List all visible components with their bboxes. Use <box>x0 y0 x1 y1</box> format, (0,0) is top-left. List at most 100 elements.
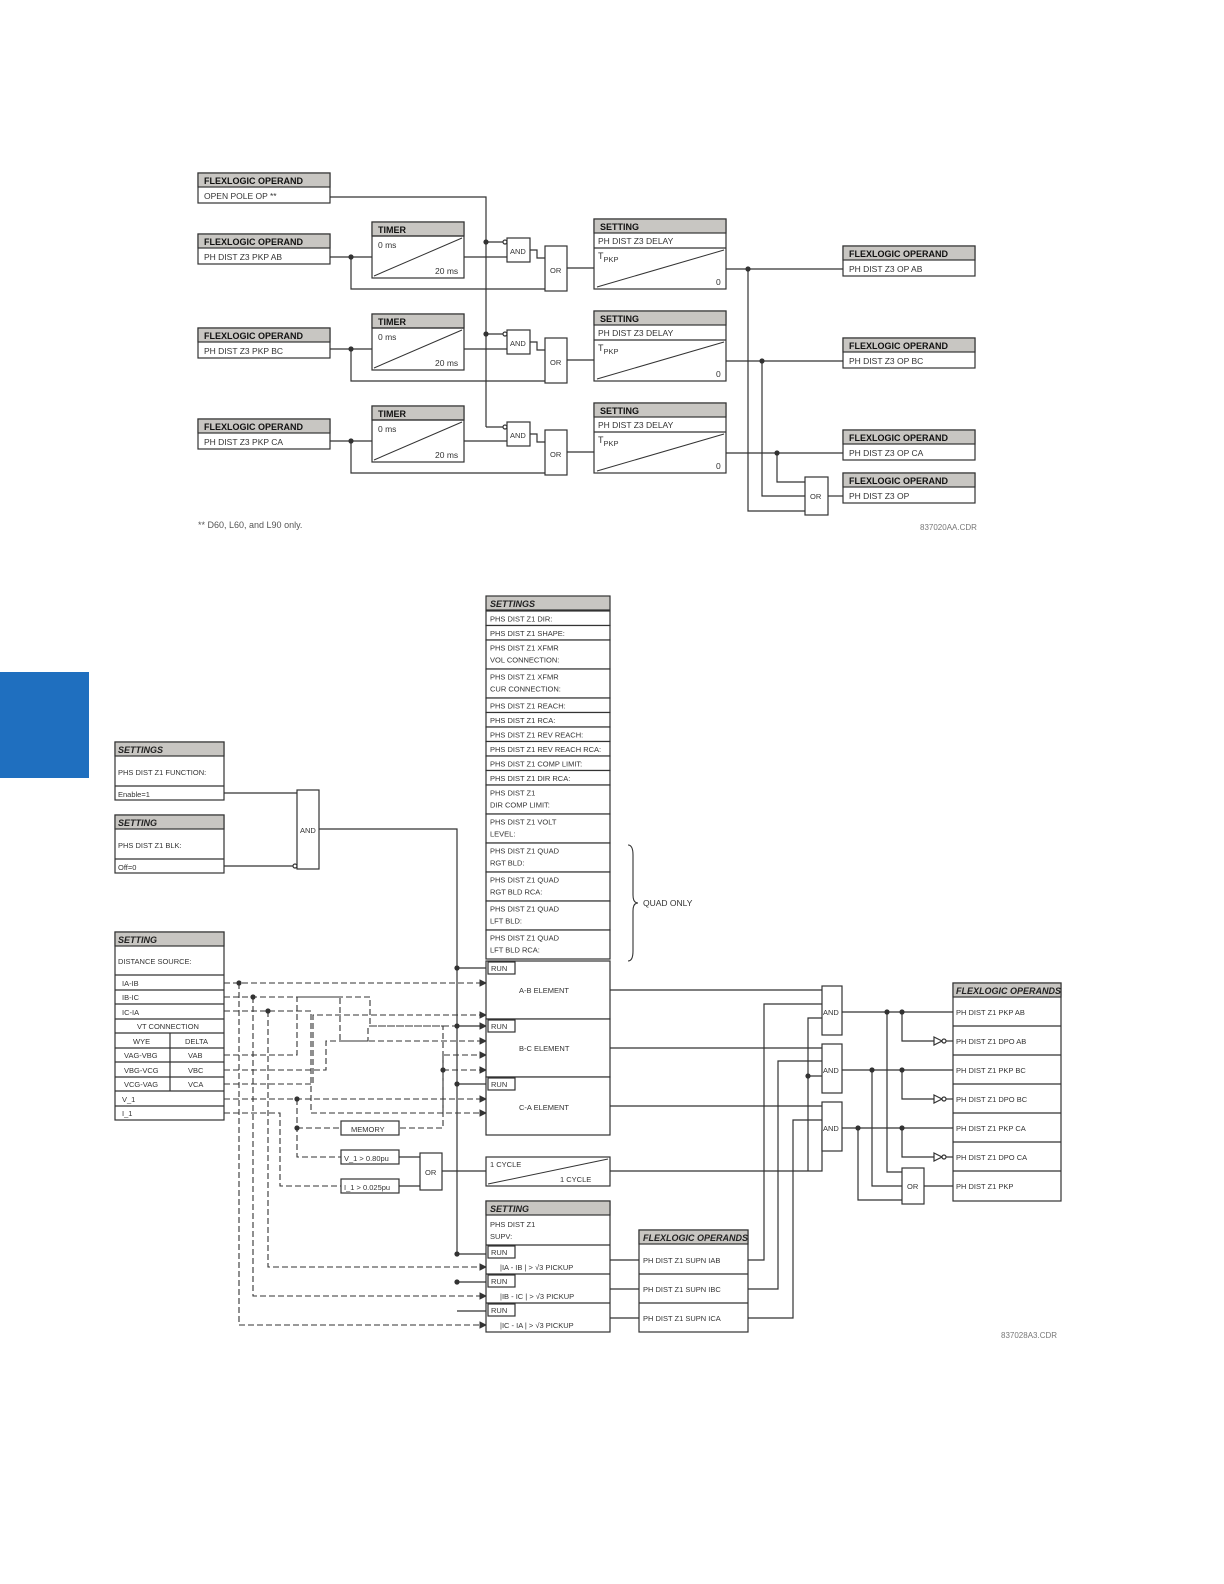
phase-distance-z1-scheme: SETTINGS PHS DIST Z1 DIR: PHS DIST Z1 SHA… <box>114 595 1062 1340</box>
timer-pickup: 0 ms <box>378 424 396 434</box>
or-gate: OR <box>550 358 562 367</box>
timer-pickup: 0 ms <box>378 240 396 250</box>
output-label: PH DIST Z1 PKP AB <box>956 1008 1025 1017</box>
operand-label: OPEN POLE OP ** <box>204 191 277 201</box>
supv-label: SUPV: <box>490 1232 512 1241</box>
element-label: A-B ELEMENT <box>519 986 569 995</box>
output-label: PH DIST Z1 PKP <box>956 1182 1013 1191</box>
memory-box: MEMORY <box>351 1125 385 1134</box>
settings-row-label: PHS DIST Z1 RCA: <box>490 716 555 725</box>
supv-condition: |IB - IC | > √3 PICKUP <box>500 1292 574 1301</box>
settings-row-label: PHS DIST Z1 REV REACH: <box>490 731 583 740</box>
and-gate-enable: AND <box>300 826 316 835</box>
dashed-signal-lines <box>224 979 488 1329</box>
operand-header: FLEXLOGIC OPERAND <box>849 249 949 259</box>
chapter-side-tab <box>0 672 89 778</box>
timer-bc: TIMER 0 ms 20 ms <box>371 313 465 371</box>
supv-condition: |IC - IA | > √3 PICKUP <box>500 1321 574 1330</box>
operands-header: FLEXLOGIC OPERANDS <box>643 1233 748 1243</box>
supn-label: PH DIST Z1 SUPN ICA <box>643 1314 721 1323</box>
vt-wye-value: VBG-VCG <box>124 1066 159 1075</box>
phase-row-ca: TIMER 0 ms 20 ms AND OR SETTING PH DIST … <box>330 402 727 476</box>
delay-zero: 0 <box>716 277 721 287</box>
settings-row-label: DIR COMP LIMIT: <box>490 801 550 810</box>
source-row: I_1 <box>122 1109 132 1118</box>
run-label: RUN <box>491 1080 507 1089</box>
tpkp-label: TPKP <box>598 435 619 448</box>
timer-dropout: 20 ms <box>435 358 458 368</box>
output-op-ca: FLEXLOGIC OPERAND PH DIST Z3 OP CA <box>842 429 976 461</box>
settings-row-label: VOL CONNECTION: <box>490 656 559 665</box>
tpkp-label: TPKP <box>598 343 619 356</box>
footnote: ** D60, L60, and L90 only. <box>198 520 302 530</box>
settings-row-label: PHS DIST Z1 QUAD <box>490 905 560 914</box>
output-op-bc: FLEXLOGIC OPERAND PH DIST Z3 OP BC <box>842 337 976 369</box>
settings-row-label: LEVEL: <box>490 830 515 839</box>
timer-header: TIMER <box>378 409 406 419</box>
settings-header: SETTINGS <box>490 599 535 609</box>
settings-row-label: LFT BLD RCA: <box>490 946 540 955</box>
element-label: C-A ELEMENT <box>519 1103 569 1112</box>
operand-label: PH DIST Z3 PKP BC <box>204 346 283 356</box>
operand-header: FLEXLOGIC OPERAND <box>204 331 304 341</box>
supervision-setting: SETTING PHS DIST Z1 SUPV: RUN |IA - IB |… <box>485 1200 611 1333</box>
vt-delta-value: VBC <box>188 1066 204 1075</box>
settings-row-label: PHS DIST Z1 QUAD <box>490 876 560 885</box>
timer-ca: TIMER 0 ms 20 ms <box>371 405 465 463</box>
source-row: IC-IA <box>122 1008 139 1017</box>
setting-header: SETTING <box>118 935 157 945</box>
or-gate-supervision: OR <box>425 1168 437 1177</box>
settings-row-label: PHS DIST Z1 DIR: <box>490 615 552 624</box>
element-label: B-C ELEMENT <box>519 1044 570 1053</box>
setting-header: SETTING <box>600 314 639 324</box>
operand-header: FLEXLOGIC OPERAND <box>849 476 949 486</box>
run-label: RUN <box>491 1248 507 1257</box>
supv-condition: |IA - IB | > √3 PICKUP <box>500 1263 573 1272</box>
settings-row-label: RGT BLD: <box>490 859 524 868</box>
figure-code: 837020AA.CDR <box>920 523 977 532</box>
operand-label: PH DIST Z3 OP CA <box>849 448 924 458</box>
operand-header: FLEXLOGIC OPERAND <box>204 176 304 186</box>
and-gate: AND <box>510 247 526 256</box>
settings-header: SETTINGS <box>118 745 163 755</box>
settings-row-label: RGT BLD RCA: <box>490 888 542 897</box>
source-row: IB-IC <box>122 993 140 1002</box>
tpkp-label: TPKP <box>598 251 619 264</box>
operand-header: FLEXLOGIC OPERAND <box>204 237 304 247</box>
run-label: RUN <box>491 964 507 973</box>
settings-row-label: PHS DIST Z1 REACH: <box>490 702 566 711</box>
operand-label: PH DIST Z3 OP <box>849 491 910 501</box>
settings-row-label: PHS DIST Z1 QUAD <box>490 847 560 856</box>
settings-row-label: PHS DIST Z1 XFMR <box>490 673 559 682</box>
supn-operands: FLEXLOGIC OPERANDS PH DIST Z1 SUPN IAB P… <box>638 1229 749 1333</box>
function-label: PHS DIST Z1 FUNCTION: <box>118 768 206 777</box>
delay-setting-label: PH DIST Z3 DELAY <box>598 236 674 246</box>
cycle-timer: 1 CYCLE 1 CYCLE <box>485 1156 611 1187</box>
delay-zero: 0 <box>716 369 721 379</box>
settings-row-label: PHS DIST Z1 SHAPE: <box>490 629 565 638</box>
output-label: PH DIST Z1 DPO AB <box>956 1037 1026 1046</box>
settings-row-label: PHS DIST Z1 <box>490 789 535 798</box>
output-label: PH DIST Z1 PKP CA <box>956 1124 1026 1133</box>
cycle-pickup: 1 CYCLE <box>490 1160 521 1169</box>
supv-label: PHS DIST Z1 <box>490 1220 535 1229</box>
operand-header: FLEXLOGIC OPERAND <box>204 422 304 432</box>
settings-row-label: PHS DIST Z1 COMP LIMIT: <box>490 760 582 769</box>
settings-row-label: PHS DIST Z1 XFMR <box>490 644 559 653</box>
setting-header: SETTING <box>600 222 639 232</box>
supn-label: PH DIST Z1 SUPN IAB <box>643 1256 720 1265</box>
operand-header: FLEXLOGIC OPERAND <box>849 341 949 351</box>
cycle-dropout: 1 CYCLE <box>560 1175 591 1184</box>
run-label: RUN <box>491 1277 507 1286</box>
setting-header: SETTING <box>600 406 639 416</box>
and-gate: AND <box>510 339 526 348</box>
function-value: Enable=1 <box>118 790 150 799</box>
delay-setting-ab: SETTING PH DIST Z3 DELAY TPKP 0 <box>593 218 727 290</box>
timer-header: TIMER <box>378 317 406 327</box>
operand-label: PH DIST Z3 PKP AB <box>204 252 282 262</box>
and-gate-ab: AND <box>823 1008 839 1017</box>
phase-row-bc: TIMER 0 ms 20 ms AND OR SETTING PH DIST … <box>330 310 727 384</box>
settings-row-label: PHS DIST Z1 VOLT <box>490 818 557 827</box>
source-label: DISTANCE SOURCE: <box>118 957 192 966</box>
